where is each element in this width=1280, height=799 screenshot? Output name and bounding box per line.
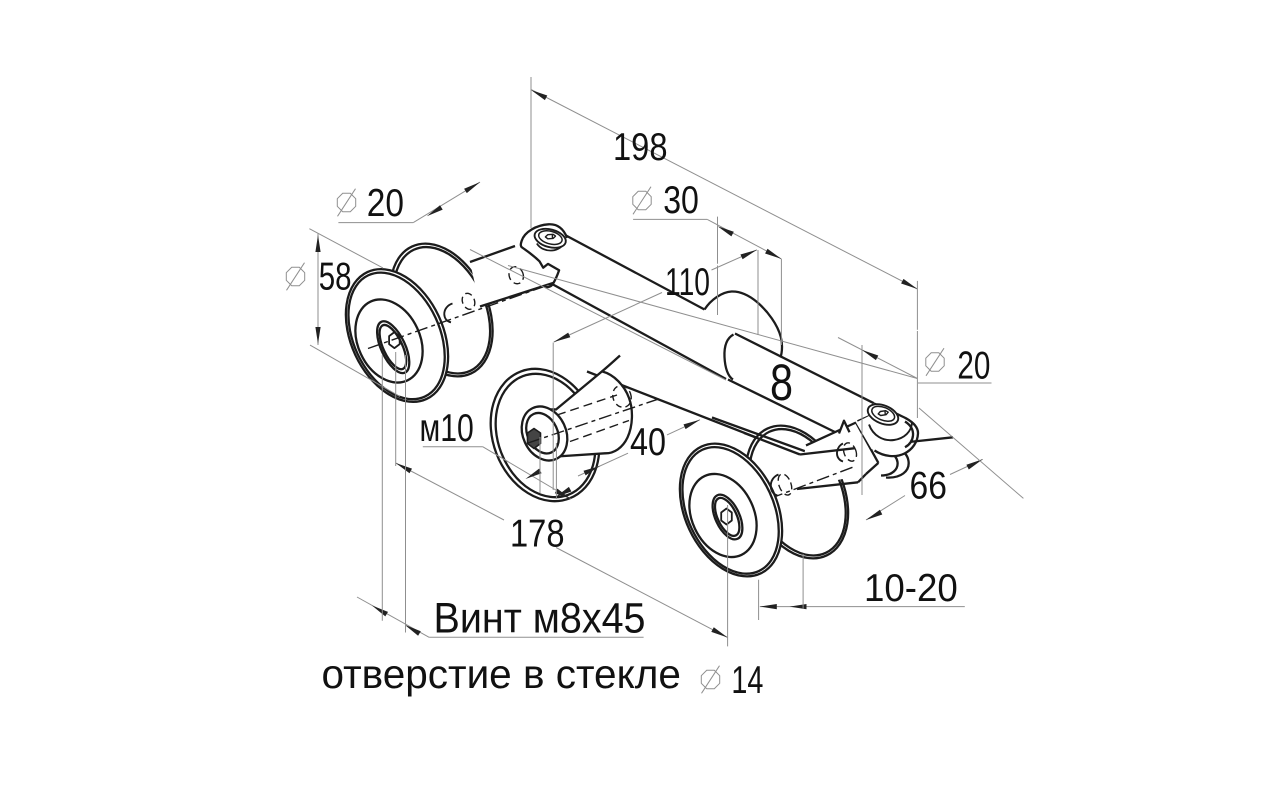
- svg-text:58: 58: [319, 256, 352, 299]
- svg-text:Винт м8х45: Винт м8х45: [434, 594, 646, 642]
- svg-text:40: 40: [630, 421, 666, 464]
- svg-text:м10: м10: [420, 407, 474, 450]
- svg-text:20: 20: [957, 345, 990, 388]
- svg-text:8: 8: [770, 354, 793, 411]
- svg-text:198: 198: [613, 126, 668, 169]
- svg-text:отверстие в стекле: отверстие в стекле: [322, 651, 681, 697]
- svg-text:110: 110: [665, 261, 710, 304]
- svg-text:178: 178: [510, 513, 565, 556]
- svg-text:66: 66: [910, 464, 947, 507]
- svg-text:10-20: 10-20: [864, 567, 958, 610]
- svg-text:20: 20: [367, 182, 404, 225]
- svg-text:14: 14: [731, 659, 763, 702]
- svg-text:30: 30: [663, 179, 699, 222]
